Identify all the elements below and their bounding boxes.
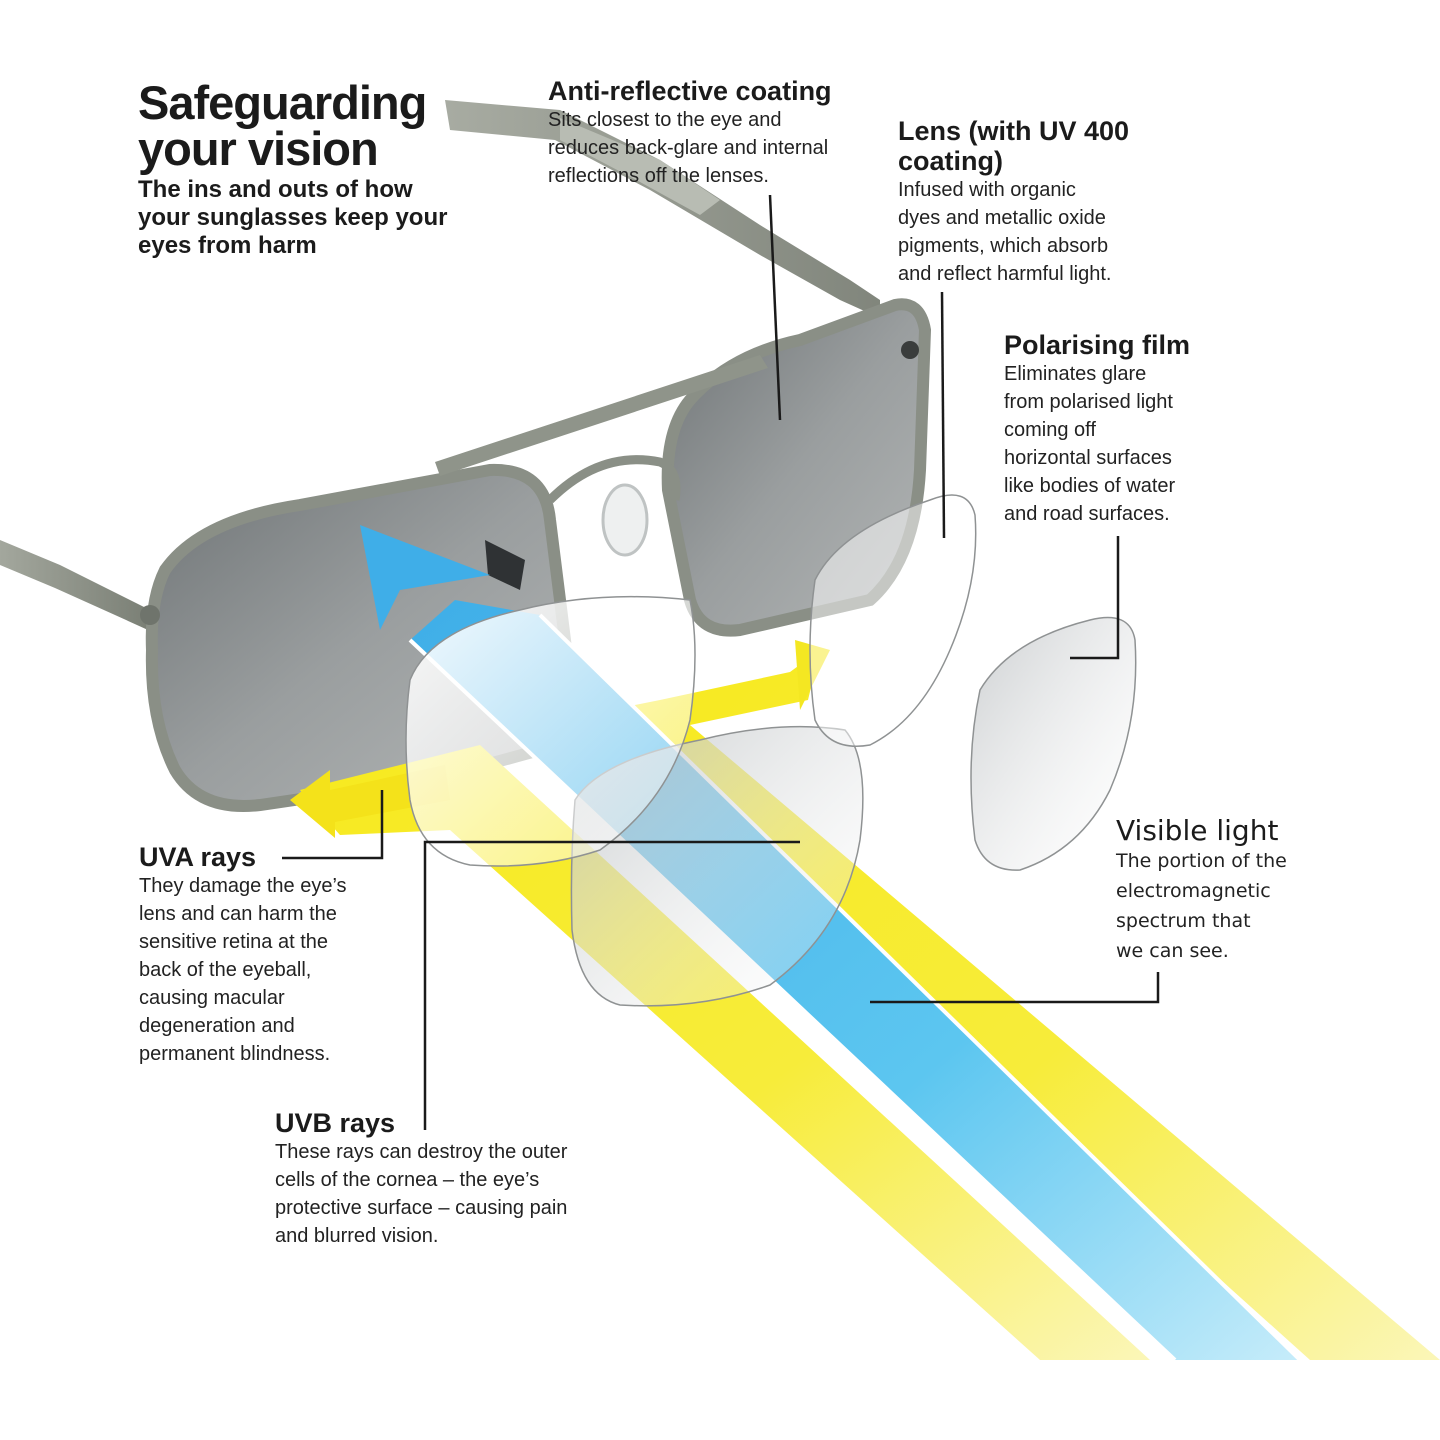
uvb-ray [300,745,1150,1360]
leader-anti-reflective [768,194,782,421]
callout-text: They damage the eye’s lens and can harm … [139,875,347,1065]
callout-polarising: Polarising film Eliminates glare from po… [1004,330,1190,528]
leader-uva [282,790,384,860]
callout-uvb: UVB rays These rays can destroy the oute… [275,1108,567,1250]
lens-outline-plate [809,494,977,747]
callout-text: The portion of the electromagnetic spect… [1116,850,1287,962]
callout-text: Eliminates glare from polarised light co… [1004,363,1176,525]
callout-text: These rays can destroy the outer cells o… [275,1141,568,1247]
callout-text: Sits closest to the eye and reduces back… [548,109,829,187]
callout-heading: Polarising film [1004,330,1191,360]
temple-arms [0,100,880,630]
callout-text: Infused with organic dyes and metallic o… [898,179,1112,285]
callout-anti-reflective: Anti-reflective coating Sits closest to … [548,76,832,190]
callout-heading: Lens (with UV 400 coating) [898,116,1130,176]
page-subtitle: The ins and outs of how your sunglasses … [138,176,448,259]
callout-visible: Visible light The portion of the electro… [1116,816,1287,966]
lens-plate [405,595,696,867]
callout-heading: Anti-reflective coating [548,76,832,106]
page-title: Safeguarding your vision [138,76,427,175]
leader-lines [282,194,1160,1130]
leader-uvb [423,840,800,1130]
leader-lens [940,291,946,539]
polarising-film [970,616,1137,871]
callout-heading: Visible light [1116,814,1279,847]
callout-lens: Lens (with UV 400 coating) Infused with … [898,116,1129,288]
leader-polarising [1070,536,1120,660]
bridge [140,341,919,625]
callout-uva: UVA rays They damage the eye’s lens and … [139,842,347,1068]
callout-heading: UVA rays [139,842,257,872]
title-block: Safeguarding your vision The ins and out… [138,76,448,260]
callout-heading: UVB rays [275,1108,396,1138]
leader-visible [870,972,1160,1004]
